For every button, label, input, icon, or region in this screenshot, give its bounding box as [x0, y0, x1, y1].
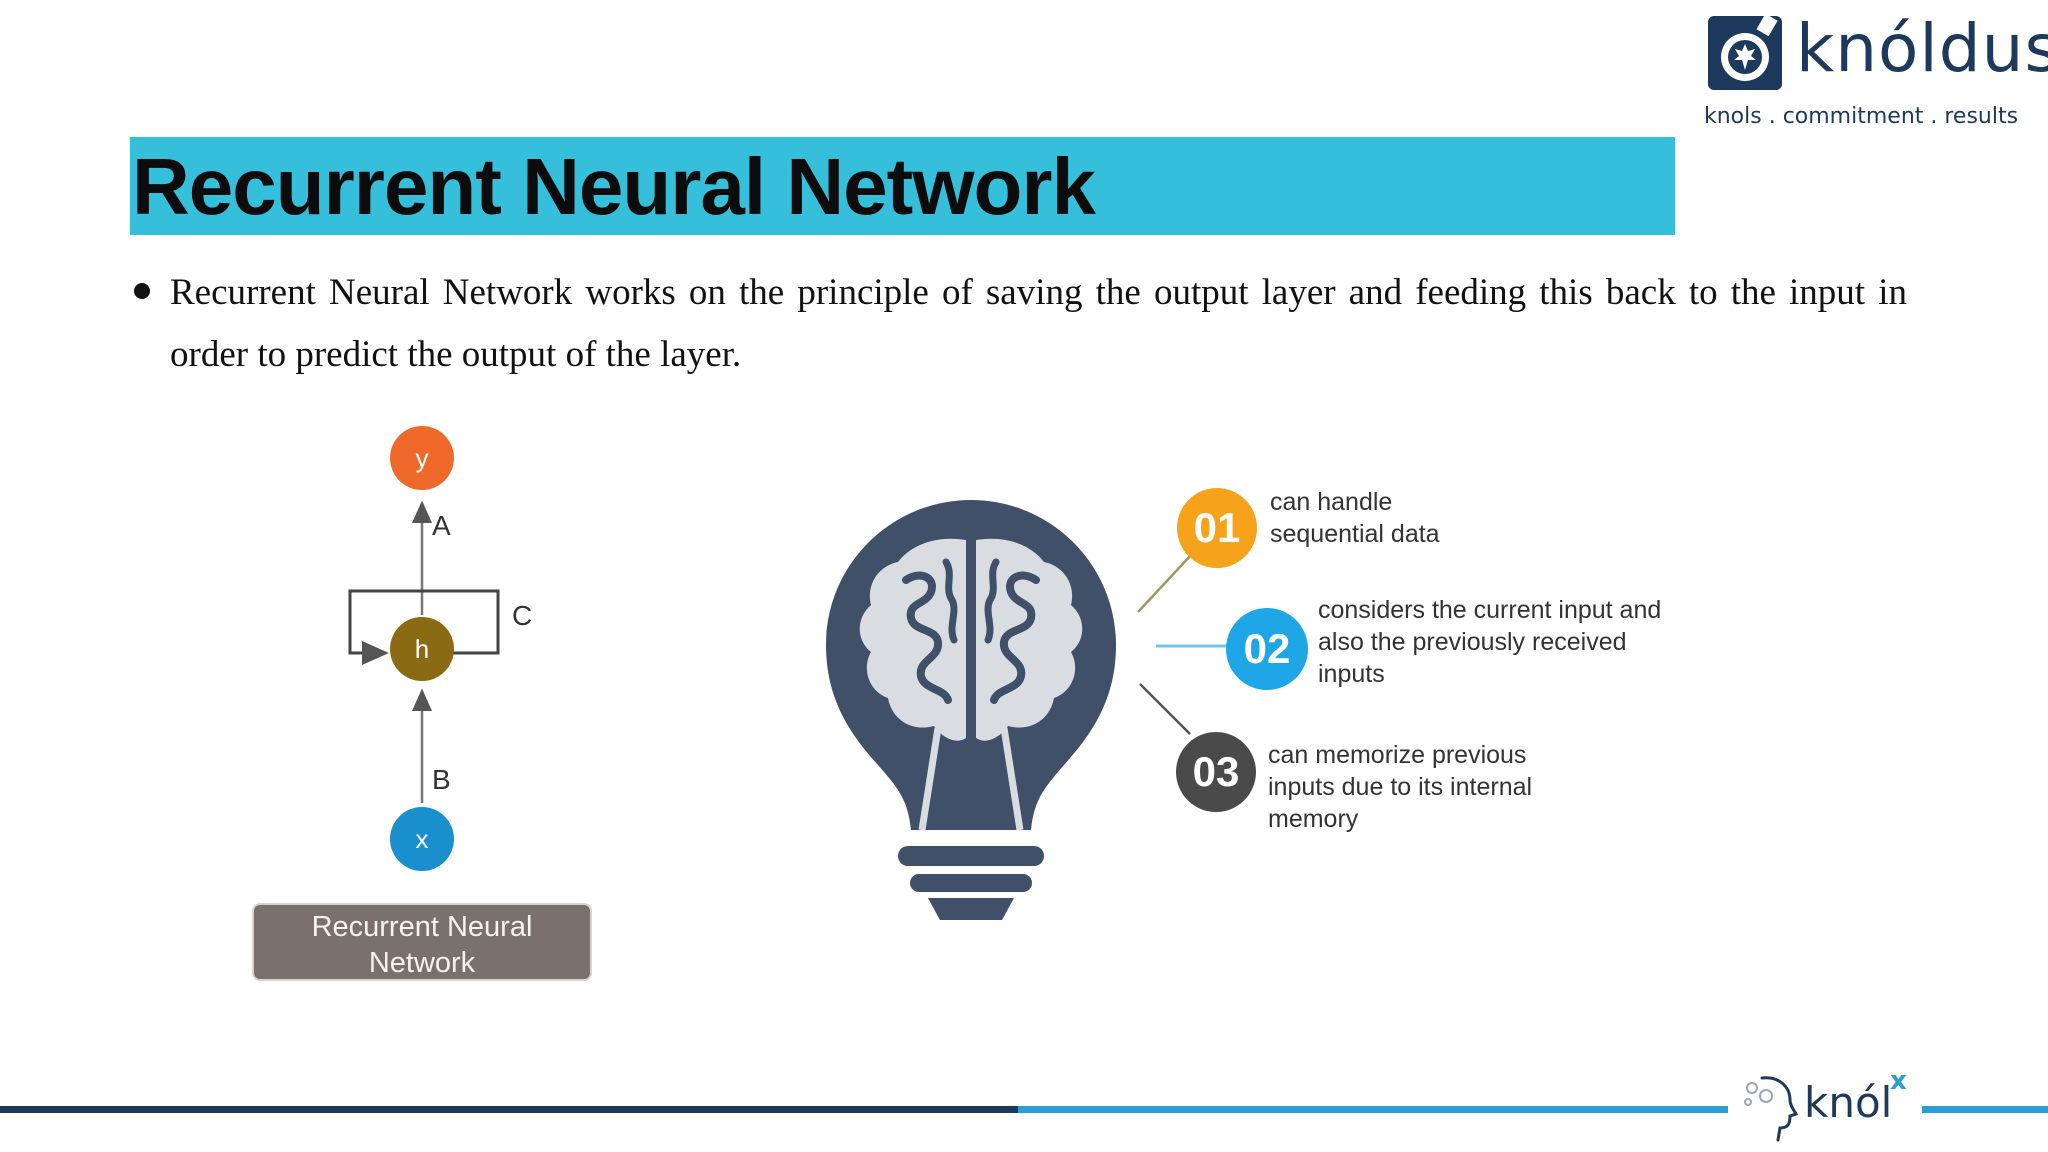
- knoldus-wordmark: knóldus: [1796, 10, 2048, 87]
- rnn-edge-label-c: C: [512, 600, 533, 631]
- feature-02-line-3: inputs: [1318, 660, 1385, 688]
- feature-connectors: [1137, 553, 1228, 735]
- bullet-text: Recurrent Neural Network works on the pr…: [170, 272, 1907, 375]
- rnn-caption: Recurrent Neural Network: [252, 903, 592, 981]
- slide-title: Recurrent Neural Network: [132, 142, 1096, 231]
- feature-03-number: 03: [1192, 748, 1240, 795]
- feature-01-text: can handle sequential data: [1270, 486, 1440, 550]
- title-banner: Recurrent Neural Network: [130, 137, 1675, 235]
- rnn-connections: [348, 500, 500, 803]
- rnn-diagram: y h x A C B Recurrent Neural Network: [240, 420, 620, 990]
- feature-02-line-1: considers the current input and: [1318, 596, 1662, 624]
- feature-01-line-1: can handle: [1270, 488, 1393, 516]
- footer-bar-light: [1018, 1106, 2048, 1113]
- feature-03-line-1: can memorize previous: [1268, 741, 1527, 769]
- feature-01-badge: 01: [1177, 488, 1257, 568]
- rnn-node-input: x: [390, 807, 454, 871]
- rnn-edge-label-a: A: [432, 510, 451, 541]
- rnn-node-output: y: [390, 426, 454, 490]
- rnn-edge-label-b: B: [432, 764, 451, 795]
- feature-02-badge: 02: [1226, 608, 1308, 690]
- rnn-node-input-label: x: [415, 824, 429, 854]
- feature-01-line-2: sequential data: [1270, 520, 1440, 548]
- knoldus-tagline: knols . commitment . results: [1704, 104, 2019, 129]
- knolx-head-icon: [1744, 1076, 1799, 1142]
- feature-02-line-2: also the previously received: [1318, 628, 1627, 656]
- knolx-wordmark: knól: [1804, 1078, 1893, 1127]
- feature-03-line-2: inputs due to its internal: [1268, 773, 1533, 801]
- knoldus-mark-icon: [1708, 16, 1782, 90]
- knolx-superscript: x: [1890, 1066, 1907, 1096]
- feature-03-text: can memorize previous inputs due to its …: [1268, 739, 1532, 835]
- brain-bulb-icon: [826, 500, 1116, 920]
- feature-03-badge: 03: [1176, 732, 1256, 812]
- knolx-logo: knól x: [1728, 1056, 1922, 1152]
- rnn-node-hidden-label: h: [414, 634, 430, 664]
- rnn-caption-line-2: Network: [368, 947, 476, 979]
- feature-01-number: 01: [1193, 504, 1241, 551]
- rnn-node-hidden: h: [390, 617, 454, 681]
- rnn-caption-line-1: Recurrent Neural: [311, 911, 533, 943]
- bullet-point: [134, 283, 150, 299]
- knoldus-logo: knóldus knols . commitment . results: [1704, 10, 2048, 129]
- rnn-node-output-label: y: [415, 443, 429, 473]
- feature-02-text: considers the current input and also the…: [1318, 594, 1661, 690]
- feature-02-number: 02: [1243, 625, 1291, 672]
- footer-bar-dark: [0, 1106, 1018, 1113]
- feature-03-line-3: memory: [1268, 805, 1359, 833]
